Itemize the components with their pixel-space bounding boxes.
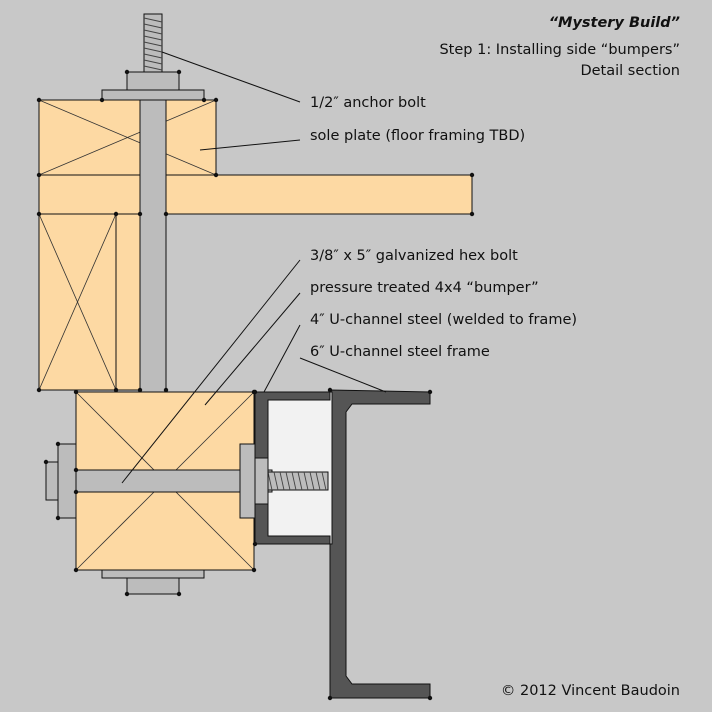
label-u-channel-6: 6″ U-channel steel frame (310, 344, 490, 360)
hex-bolt-nut (254, 457, 269, 505)
anchor-bolt-washer (101, 89, 205, 101)
leader-bumper (204, 292, 301, 406)
diagram-subtitle-step: Step 1: Installing side “bumpers” (439, 42, 680, 58)
bottom-nut (126, 577, 180, 595)
vertex-dots (36, 69, 475, 701)
anchor-bolt-thread-lines (143, 17, 163, 71)
u-channel-4-steel (254, 391, 331, 545)
sole-plate-board (38, 174, 473, 215)
leader-u-channel-4 (263, 324, 301, 393)
bottom-washer (101, 569, 205, 579)
copyright-notice: © 2012 Vincent Baudoin (500, 683, 680, 699)
label-bumper: pressure treated 4x4 “bumper” (310, 280, 539, 296)
leader-sole-plate (199, 139, 301, 151)
leader-u-channel-6 (299, 357, 387, 393)
diagram-title: “Mystery Build” (548, 15, 680, 31)
hex-bolt-thread-lines (267, 471, 327, 491)
diagram-subtitle-detail: Detail section (580, 63, 680, 79)
hex-bolt-washer-right (239, 443, 256, 519)
anchor-bolt-nut (126, 71, 180, 91)
label-anchor-bolt: 1/2″ anchor bolt (310, 95, 426, 111)
label-u-channel-4: 4″ U-channel steel (welded to frame) (310, 312, 578, 328)
anchor-bolt-shaft (139, 71, 167, 393)
leader-hex-bolt (121, 259, 301, 484)
leader-lines (121, 51, 387, 484)
hex-bolt-washer-left (57, 443, 77, 519)
u-channel-6-frame (329, 389, 431, 699)
u-channel-4-inner (267, 391, 333, 545)
leader-anchor-bolt (161, 51, 301, 103)
label-sole-plate: sole plate (floor framing TBD) (310, 128, 526, 144)
label-hex-bolt: 3/8″ x 5″ galvanized hex bolt (310, 248, 518, 264)
